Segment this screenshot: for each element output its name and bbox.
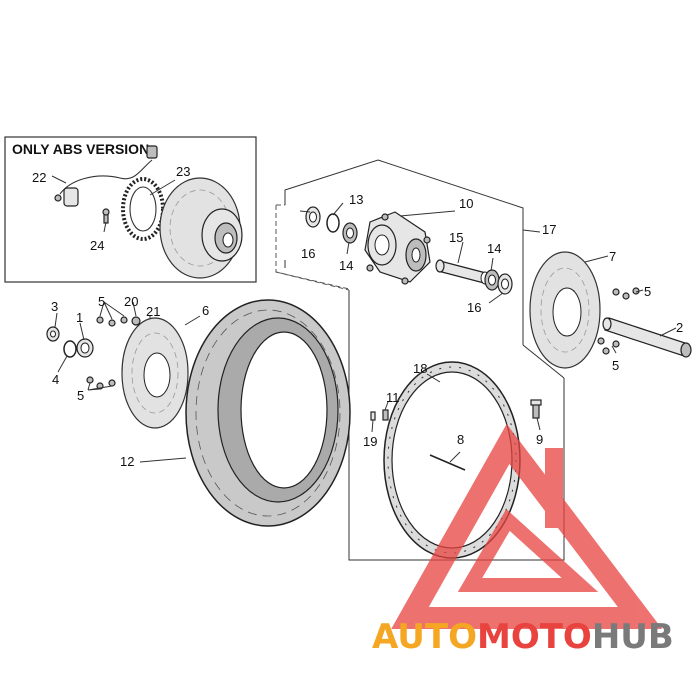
label-15: 15 [449, 230, 463, 245]
label-1: 1 [76, 310, 83, 325]
valve-9 [530, 399, 542, 419]
label-18: 18 [413, 361, 427, 376]
abs-screw [102, 208, 110, 224]
seal-3 [46, 326, 60, 342]
spoke-8 [429, 454, 466, 471]
circlip-13 [326, 213, 340, 233]
part-20 [131, 316, 141, 326]
label-8: 8 [457, 432, 464, 447]
label-16-right: 16 [467, 300, 481, 315]
leader-lines [51, 175, 677, 463]
label-14-right: 14 [487, 241, 501, 256]
bearing-14-left [342, 222, 358, 244]
spacer-4 [63, 340, 77, 358]
label-2: 2 [676, 320, 683, 335]
label-21: 21 [146, 304, 160, 319]
label-24: 24 [90, 238, 104, 253]
part-labels: 22 23 24 16 13 14 10 15 14 16 17 7 2 5 5… [32, 164, 683, 469]
label-16-left: 16 [301, 246, 315, 261]
watermark-moto: MOTO [477, 617, 592, 657]
seal-16-left [305, 206, 321, 228]
label-11: 11 [386, 390, 400, 405]
label-20: 20 [124, 294, 138, 309]
label-17: 17 [542, 222, 556, 237]
part-11 [382, 409, 389, 421]
watermark-auto: AUTO [372, 617, 477, 657]
brake-disc-7 [529, 251, 601, 369]
disc-bolts-left-bottom [86, 376, 116, 390]
label-6: 6 [202, 303, 209, 318]
disc-bolts-right-bottom [597, 337, 620, 355]
disc-bolts-right-top [612, 287, 640, 300]
label-5-left-top: 5 [98, 294, 105, 309]
inset-title: ONLY ABS VERSION [12, 141, 149, 157]
brake-disc-6 [121, 317, 189, 429]
label-19: 19 [363, 434, 377, 449]
watermark-hub: HUB [592, 617, 674, 657]
label-5-right-top: 5 [644, 284, 651, 299]
label-12: 12 [120, 454, 134, 469]
label-13: 13 [349, 192, 363, 207]
label-5-right-bottom: 5 [612, 358, 619, 373]
watermark-text: AUTOMOTOHUB [372, 617, 674, 657]
label-23: 23 [176, 164, 190, 179]
abs-brake-disc [159, 177, 243, 279]
spacer-15 [435, 259, 490, 285]
label-4: 4 [52, 372, 59, 387]
label-10: 10 [459, 196, 473, 211]
wheel-hub-10 [364, 211, 431, 285]
part-19 [370, 411, 376, 421]
svg-text:AUTOMOTOHUB: AUTOMOTOHUB [372, 617, 674, 657]
label-5-left-bottom: 5 [77, 388, 84, 403]
label-22: 22 [32, 170, 46, 185]
disc-bolts-left-top [96, 316, 128, 327]
label-14-left: 14 [339, 258, 353, 273]
seal-16-right [497, 273, 513, 295]
label-7: 7 [609, 249, 616, 264]
watermark-logo [391, 424, 663, 629]
tyre-12 [185, 299, 351, 527]
label-9: 9 [536, 432, 543, 447]
bearing-14-right [484, 269, 500, 291]
bushing-1 [76, 338, 94, 358]
abs-sensor [54, 145, 158, 207]
label-3: 3 [51, 299, 58, 314]
